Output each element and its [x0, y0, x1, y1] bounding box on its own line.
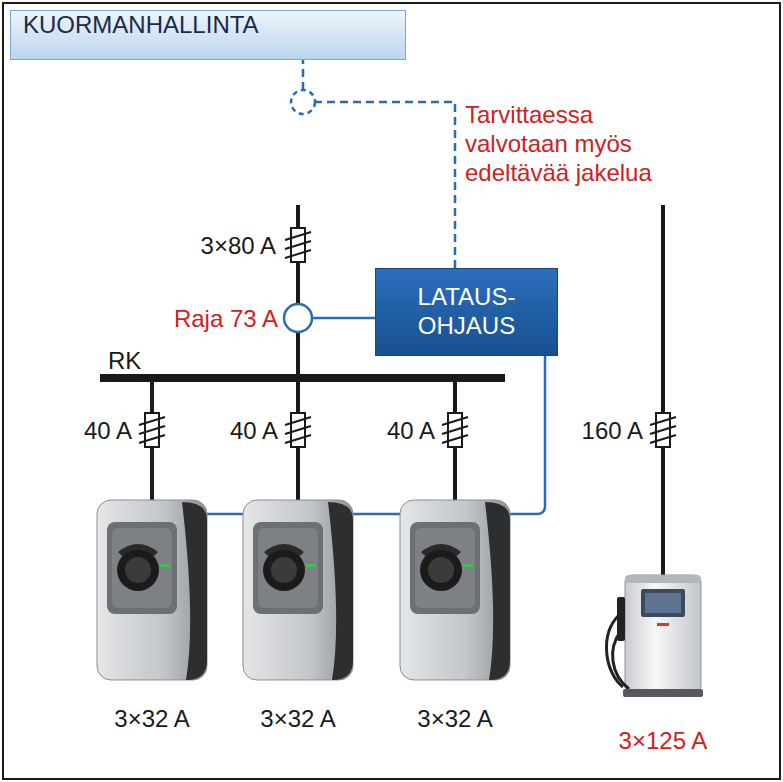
fuse-rating: 40 A: [84, 416, 132, 445]
busbar: [100, 374, 505, 382]
control-wire: [152, 356, 545, 514]
fuse-rating: 160 A: [582, 416, 643, 445]
fuse-symbol: [285, 228, 311, 262]
charger-rating: 3×125 A: [619, 726, 708, 755]
fuse-rating: 40 A: [230, 416, 278, 445]
box-text: LATAUS- OHJAUS: [392, 283, 542, 341]
wallbox-charger: [243, 500, 353, 680]
fuse-symbol: [139, 413, 165, 447]
monitor-point: [291, 90, 315, 114]
charger-rating: 3×32 A: [417, 704, 492, 733]
fast-charger: [607, 575, 703, 697]
measure-wire: [312, 317, 375, 320]
wallbox-charger: [400, 500, 510, 680]
controller-box: LATAUS- OHJAUS: [375, 268, 558, 356]
manager-box: KUORMANHALLINTA: [10, 10, 406, 60]
wallbox-charger: [97, 500, 207, 680]
fuse-symbol: [442, 413, 468, 447]
charger-rating: 3×32 A: [114, 704, 189, 733]
monitor-link: [303, 60, 455, 268]
box-text: KUORMANHALLINTA: [23, 11, 259, 40]
fuse-rating: 3×80 A: [201, 231, 276, 260]
charger-rating: 3×32 A: [260, 704, 335, 733]
frame: [3, 3, 780, 779]
panel-name: RK: [108, 346, 141, 375]
current-limit: Raja 73 A: [174, 304, 278, 333]
note-text: Tarvittaessa valvotaan myös edeltävää ja…: [465, 100, 655, 187]
fuse-rating: 40 A: [387, 416, 435, 445]
fuse-symbol: [285, 413, 311, 447]
fuse-symbol: [650, 413, 676, 447]
current-sensor: [284, 304, 312, 332]
